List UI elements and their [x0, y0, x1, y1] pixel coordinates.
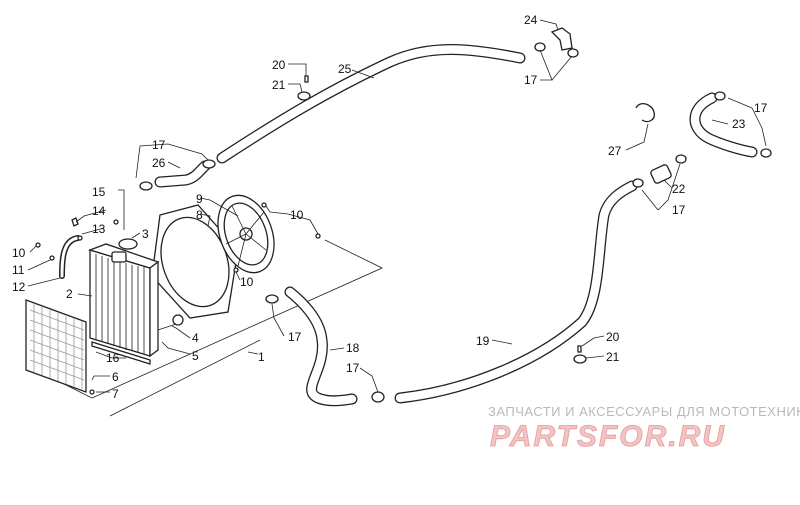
fastener-10-right-b: [315, 233, 321, 239]
callout-18: 18: [346, 341, 360, 355]
callout-22: 22: [672, 182, 686, 196]
callout-6: 6: [112, 370, 119, 384]
callout-5: 5: [192, 349, 199, 363]
hose-26: [154, 160, 211, 188]
callout-27: 27: [608, 144, 622, 158]
clamp-17-top-right-a: [534, 42, 546, 52]
callout-1: 1: [258, 350, 265, 364]
watermark: ЗАПЧАСТИ И АКСЕССУАРЫ ДЛЯ МОТОТЕХНИКИ PA…: [488, 404, 800, 453]
clamp-17-hose18-top: [265, 294, 279, 304]
fastener-10-right-a: [261, 202, 267, 208]
callout-26: 26: [152, 156, 166, 170]
clamp-17-top-left: [202, 159, 216, 169]
spring-clip-27: [635, 102, 655, 123]
radiator-screen-6: [25, 299, 87, 393]
callout-16: 16: [106, 351, 120, 365]
leader-lines: [27, 19, 767, 393]
callout-4: 4: [192, 331, 199, 345]
callout-25: 25: [338, 62, 352, 76]
callout-17-right-mid: 17: [672, 203, 686, 217]
hose-25: [216, 44, 526, 164]
hose-23: [689, 92, 758, 158]
elbow-fitting-24: [550, 27, 573, 51]
callout-10-right: 10: [290, 208, 304, 222]
clamp-21-lower: [573, 354, 587, 364]
fastener-10-left: [35, 242, 41, 248]
clamp-21-upper: [297, 91, 311, 101]
callout-12: 12: [12, 280, 26, 294]
radiator-cap-3: [118, 238, 138, 250]
clamp-17-hose26-end: [139, 181, 153, 191]
watermark-logo: PARTSFOR.RU: [490, 420, 726, 453]
callout-17-hose18-bottom: 17: [346, 361, 360, 375]
callout-24: 24: [524, 13, 538, 27]
connector-tube-22: [650, 164, 672, 184]
fastener-14: [71, 217, 79, 227]
callout-20-lower: 20: [606, 330, 620, 344]
watermark-tagline: ЗАПЧАСТИ И АКСЕССУАРЫ ДЛЯ МОТОТЕХНИКИ: [488, 404, 800, 419]
callout-7: 7: [112, 387, 119, 401]
callout-labels: 1 2 3 4 5 6 7 8 9 10 10 10 11 12 13 14 1…: [12, 13, 768, 401]
callout-21-lower: 21: [606, 350, 620, 364]
screw-20-lower: [577, 345, 582, 353]
callout-23: 23: [732, 117, 746, 131]
callout-21-upper: 21: [272, 78, 286, 92]
callout-10-bottom: 10: [240, 275, 254, 289]
callout-9: 9: [196, 192, 203, 206]
fastener-15: [113, 219, 119, 225]
callout-17-top-right: 17: [524, 73, 538, 87]
mount-bracket-16: [91, 341, 151, 365]
callout-11: 11: [12, 263, 25, 277]
clamp-17-right-mid-b: [675, 154, 687, 164]
hose-18: [284, 286, 358, 407]
callout-13: 13: [92, 222, 106, 236]
screw-20-upper: [304, 75, 309, 83]
callout-17-left-top: 17: [152, 138, 166, 152]
fastener-11: [49, 255, 55, 261]
hose-19: [394, 180, 638, 404]
fastener-7: [89, 389, 95, 395]
callout-17-right-top: 17: [754, 101, 768, 115]
callout-8: 8: [196, 208, 203, 222]
fastener-10-bottom: [233, 267, 239, 273]
callout-19: 19: [476, 334, 490, 348]
clamp-17-right-top-b: [760, 148, 772, 158]
clamp-17-hose18-bottom: [371, 391, 385, 403]
hose-12: [59, 235, 81, 279]
fastener-13: [77, 235, 83, 241]
callout-2: 2: [66, 287, 73, 301]
cooling-fan-9: [217, 194, 275, 274]
rubber-grommet-4: [172, 314, 184, 326]
callout-17-hose18-top: 17: [288, 330, 302, 344]
clamp-17-right-top-a: [714, 91, 726, 101]
callout-14: 14: [92, 204, 106, 218]
callout-20-upper: 20: [272, 58, 286, 72]
callout-3: 3: [142, 227, 149, 241]
radiator-2: [87, 243, 160, 358]
callout-15: 15: [92, 185, 106, 199]
clamp-17-right-mid-a: [632, 178, 644, 188]
callout-10-left: 10: [12, 246, 26, 260]
fan-shroud-8: [151, 204, 239, 319]
clamp-17-top-right-b: [567, 48, 579, 58]
